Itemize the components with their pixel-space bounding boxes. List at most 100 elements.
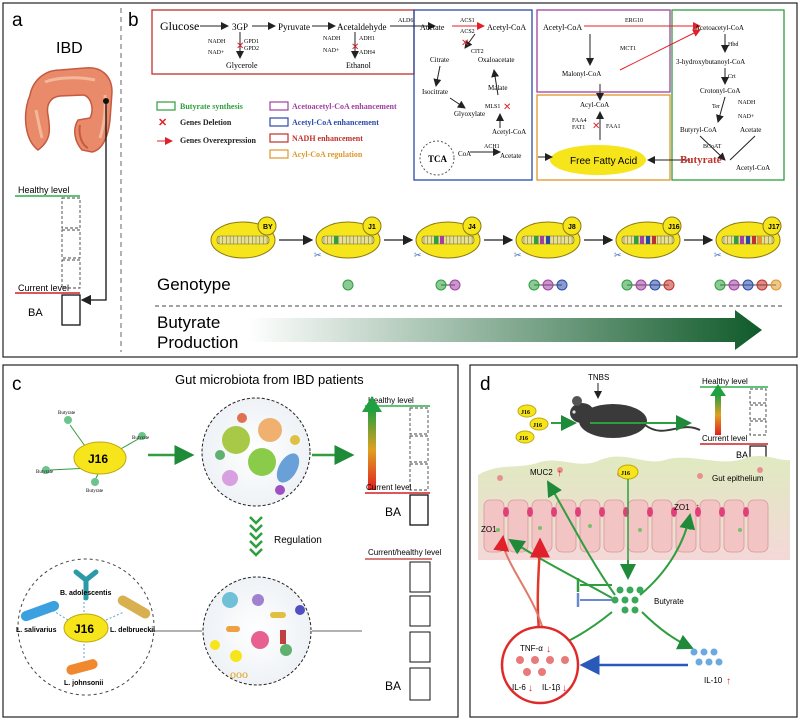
regulation-chevrons: [249, 516, 263, 557]
svg-text:CoA: CoA: [458, 150, 471, 158]
svg-text:GPD2: GPD2: [244, 46, 259, 52]
svg-text:ACS1: ACS1: [460, 18, 475, 24]
acetylcoa-box: [413, 9, 533, 181]
healthy-level-label: Healthy level: [18, 185, 70, 195]
il6-label: IL-6: [512, 683, 526, 692]
improvement-arrow-shaft: [368, 410, 376, 490]
svg-text:ADH4: ADH4: [359, 50, 375, 56]
svg-text:Acetate: Acetate: [500, 152, 521, 160]
ffa-ellipse: [550, 145, 646, 175]
genotype-label: Genotype: [157, 275, 231, 294]
deletion-legend-icon: ✕: [158, 117, 167, 129]
production-gradient-arrow: [248, 310, 762, 350]
legend: Butyrate synthesis ✕ Genes Deletion Gene…: [156, 101, 397, 159]
tnf-down-icon: ↓: [546, 644, 551, 655]
muc2-label: MUC2: [530, 468, 553, 477]
svg-text:Acetyl-CoA: Acetyl-CoA: [543, 23, 582, 32]
svg-text:Acetyl-CoA: Acetyl-CoA: [492, 128, 526, 136]
gut-epithelium-label: Gut epithelium: [712, 474, 764, 483]
genotype-dot: [435, 279, 447, 291]
b-adolescentis-label: B. adolescentis: [60, 590, 111, 597]
butyrate-cluster: [611, 586, 644, 614]
current-level-label-c: Current level: [366, 483, 412, 492]
svg-text:Crt: Crt: [728, 74, 736, 80]
svg-text:MCT1: MCT1: [620, 46, 636, 52]
scissors-icon: ✂: [314, 250, 322, 260]
genotype-dot: [663, 279, 675, 291]
il10-up-icon: ↑: [726, 676, 731, 687]
scissors-icon: ✂: [414, 250, 422, 260]
strain-cell-j4: J4✂: [414, 216, 482, 260]
strain-cell-j1: J1 ✂: [314, 216, 382, 260]
healthy-level-label-c: Healthy level: [368, 396, 414, 405]
strain-label-j1: J1: [368, 224, 376, 231]
svg-text:Glyoxylate: Glyoxylate: [454, 110, 485, 118]
il10-label: IL-10: [704, 676, 723, 685]
zo1-right-label: ZO1: [674, 503, 690, 512]
svg-text:Butyrate: Butyrate: [132, 436, 150, 441]
butyrate-label-d: Butyrate: [654, 597, 684, 606]
glucose-label: Glucose: [160, 19, 199, 33]
svg-text:Citrate: Citrate: [430, 56, 449, 64]
genotype-dot: [649, 279, 661, 291]
ald6-label: ALD6: [398, 18, 413, 24]
panel-c-letter: c: [12, 374, 22, 395]
svg-text:3-hydroxybutanoyl-CoA: 3-hydroxybutanoyl-CoA: [676, 58, 745, 66]
zo1-up-icon: ↑: [695, 502, 700, 513]
level-ladder: [61, 197, 81, 289]
ffa-label: Free Fatty Acid: [570, 156, 637, 167]
il1b-down-icon: ↓: [562, 683, 567, 694]
ethanol-label: Ethanol: [346, 61, 372, 70]
panel-c-frame: [2, 364, 459, 718]
current-healthy-label: Current/healthy level: [368, 548, 442, 557]
g3p-label: 3GP: [232, 22, 248, 32]
svg-text:MLS1: MLS1: [485, 104, 500, 110]
ba-bar: [61, 294, 81, 326]
genotype-dot: [770, 279, 782, 291]
svg-text:Malonyl-CoA: Malonyl-CoA: [562, 70, 601, 78]
il1b-label: IL-1β: [542, 683, 561, 692]
svg-text:Isocitrate: Isocitrate: [422, 88, 448, 96]
svg-text:Oxaloacetate: Oxaloacetate: [478, 56, 515, 64]
svg-text:Acetoacetyl-CoA enhancement: Acetoacetyl-CoA enhancement: [292, 102, 397, 111]
scissors-icon: ✂: [514, 250, 522, 260]
svg-text:Acetoacetyl-CoA: Acetoacetyl-CoA: [695, 24, 744, 32]
svg-text:Butyrate: Butyrate: [58, 411, 76, 416]
panel-a-letter: a: [12, 10, 23, 31]
ba-label: BA: [28, 307, 43, 319]
l-salivarius-label: L. salivarius: [16, 627, 57, 634]
j16-label-bottom: J16: [74, 622, 94, 636]
svg-text:NAD+: NAD+: [208, 50, 225, 56]
svg-text:GPD1: GPD1: [244, 39, 259, 45]
zo1-left-label: ZO1: [481, 525, 497, 534]
panel-b-letter: b: [128, 10, 139, 31]
j16-gut-label: J16: [621, 471, 630, 477]
j16-secreting: Butyrate Butyrate Butyrate Butyrate J16: [36, 411, 150, 494]
svg-text:Ter: Ter: [712, 104, 720, 110]
b-adolescentis-icon: [73, 569, 99, 601]
svg-text:Acetate: Acetate: [420, 23, 445, 32]
svg-text:Genes Deletion: Genes Deletion: [180, 118, 232, 127]
svg-text:Butyrate: Butyrate: [36, 470, 54, 475]
regulation-label: Regulation: [274, 535, 322, 546]
butyrate-product: Butyrate: [680, 154, 722, 166]
svg-text:ADH1: ADH1: [359, 36, 375, 42]
strain-cell-by: BY: [210, 216, 277, 259]
svg-text:J16: J16: [521, 410, 530, 416]
svg-text:NAD+: NAD+: [323, 48, 340, 54]
svg-text:CIT2: CIT2: [471, 49, 484, 55]
strain-cell-j16: J16✂: [614, 216, 682, 260]
scissors-icon: ✂: [714, 250, 722, 260]
adh-deletion-icon: ✕: [351, 42, 359, 53]
svg-text:ACS2: ACS2: [460, 29, 475, 35]
pro-inflammatory-circle: [500, 625, 580, 705]
svg-text:NADH: NADH: [738, 100, 756, 106]
glycerole-label: Glycerole: [226, 61, 258, 70]
ba-label-c2: BA: [385, 679, 401, 693]
genotype-dot: [621, 279, 633, 291]
l-johnsonii-icon: [66, 659, 98, 675]
svg-text:Acetyl-CoA: Acetyl-CoA: [736, 164, 770, 172]
strain-label-j17: J17: [768, 224, 780, 231]
svg-text:FAA1: FAA1: [606, 124, 621, 130]
